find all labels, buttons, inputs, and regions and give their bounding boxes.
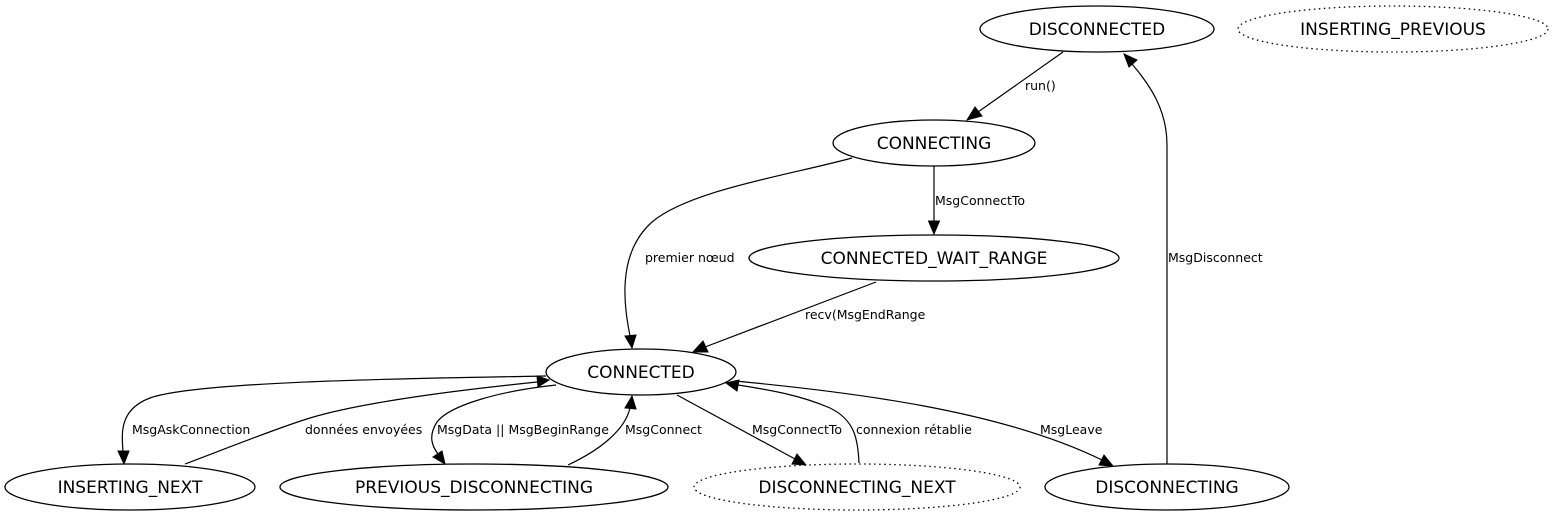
node-label: INSERTING_PREVIOUS [1300,20,1486,40]
arrowhead [536,375,551,388]
edge-label-msgconnectto: MsgConnectTo [752,422,842,437]
edge-connected-to-inserting-next: MsgAskConnection [117,375,547,466]
edge-disconnecting-to-disconnected: MsgDisconnect [1123,53,1263,464]
arrowhead [791,453,808,466]
node-inserting-previous: INSERTING_PREVIOUS [1237,5,1549,53]
edge-connected-to-disconnecting: MsgLeave [734,380,1115,467]
node-disconnecting-next: DISCONNECTING_NEXT [693,463,1021,511]
node-label: CONNECTING [877,134,992,154]
node-connecting: CONNECTING [832,119,1036,167]
arrowhead [927,220,941,236]
edge-label-connexion-retablie: connexion rétablie [856,422,972,437]
edge-label-msgleave: MsgLeave [1040,422,1103,437]
node-inserting-next: INSERTING_NEXT [4,463,256,511]
edge-line [624,157,853,337]
arrowhead [724,379,740,392]
arrowhead [117,450,130,466]
node-label: CONNECTED_WAIT_RANGE [821,249,1048,269]
edge-line [737,384,860,464]
node-label: DISCONNECTING [1095,478,1238,498]
arrowhead [691,340,709,353]
edge-label-msgconnect: MsgConnect [625,422,702,437]
arrowhead [624,394,637,410]
node-disconnecting: DISCONNECTING [1044,463,1290,511]
edge-line [567,407,631,466]
node-label: PREVIOUS_DISCONNECTING [355,478,593,498]
edge-label-recv-msgendrange: recv(MsgEndRange [805,307,926,322]
edge-line [977,51,1064,113]
node-connected-wait-range: CONNECTED_WAIT_RANGE [748,234,1120,282]
node-disconnected: DISCONNECTED [979,5,1215,53]
node-previous-disconnecting: PREVIOUS_DISCONNECTING [279,463,669,511]
edge-line [704,281,877,348]
edge-disconnected-to-connecting: run() [965,51,1064,121]
edge-connected-wait-range-to-connected: recv(MsgEndRange [691,281,926,353]
edge-previous-disconnecting-to-connected: MsgConnect [567,394,702,466]
edge-line [1131,63,1168,464]
node-connected: CONNECTED [545,348,737,396]
edge-line [121,375,547,453]
edge-label-msgdisconnect: MsgDisconnect [1168,250,1263,265]
arrowhead [1123,53,1138,68]
edge-label-msgconnectto: MsgConnectTo [935,193,1025,208]
arrowhead [1098,454,1115,467]
edge-connecting-to-connected-wait-range: MsgConnectTo [927,166,1025,236]
edge-label-run: run() [1025,78,1056,93]
edge-disconnecting-next-to-connected: connexion rétablie [724,379,972,464]
edge-label-donnees-envoyees: données envoyées [305,422,422,437]
edge-label-msgdata-msgbeginrange: MsgData || MsgBeginRange [437,422,609,437]
arrowhead [624,334,637,350]
edge-connected-to-disconnecting-next: MsgConnectTo [676,394,842,466]
edge-line [676,394,796,460]
arrowhead [965,106,983,121]
node-label: DISCONNECTING_NEXT [758,478,956,498]
edge-label-premier-noeud: premier nœud [645,250,735,265]
node-label: DISCONNECTED [1029,20,1165,40]
edge-inserting-next-to-connected: données envoyées [184,375,551,465]
arrowhead [432,450,446,466]
edge-line [431,384,557,455]
node-label: INSERTING_NEXT [58,478,203,498]
edge-line [734,380,1103,461]
edge-line [184,381,538,465]
edge-connecting-to-connected: premier nœud [624,157,853,350]
edge-connected-to-previous-disconnecting: MsgData || MsgBeginRange [431,384,609,466]
node-label: CONNECTED [587,363,695,383]
edge-label-msgaskconnection: MsgAskConnection [132,422,250,437]
